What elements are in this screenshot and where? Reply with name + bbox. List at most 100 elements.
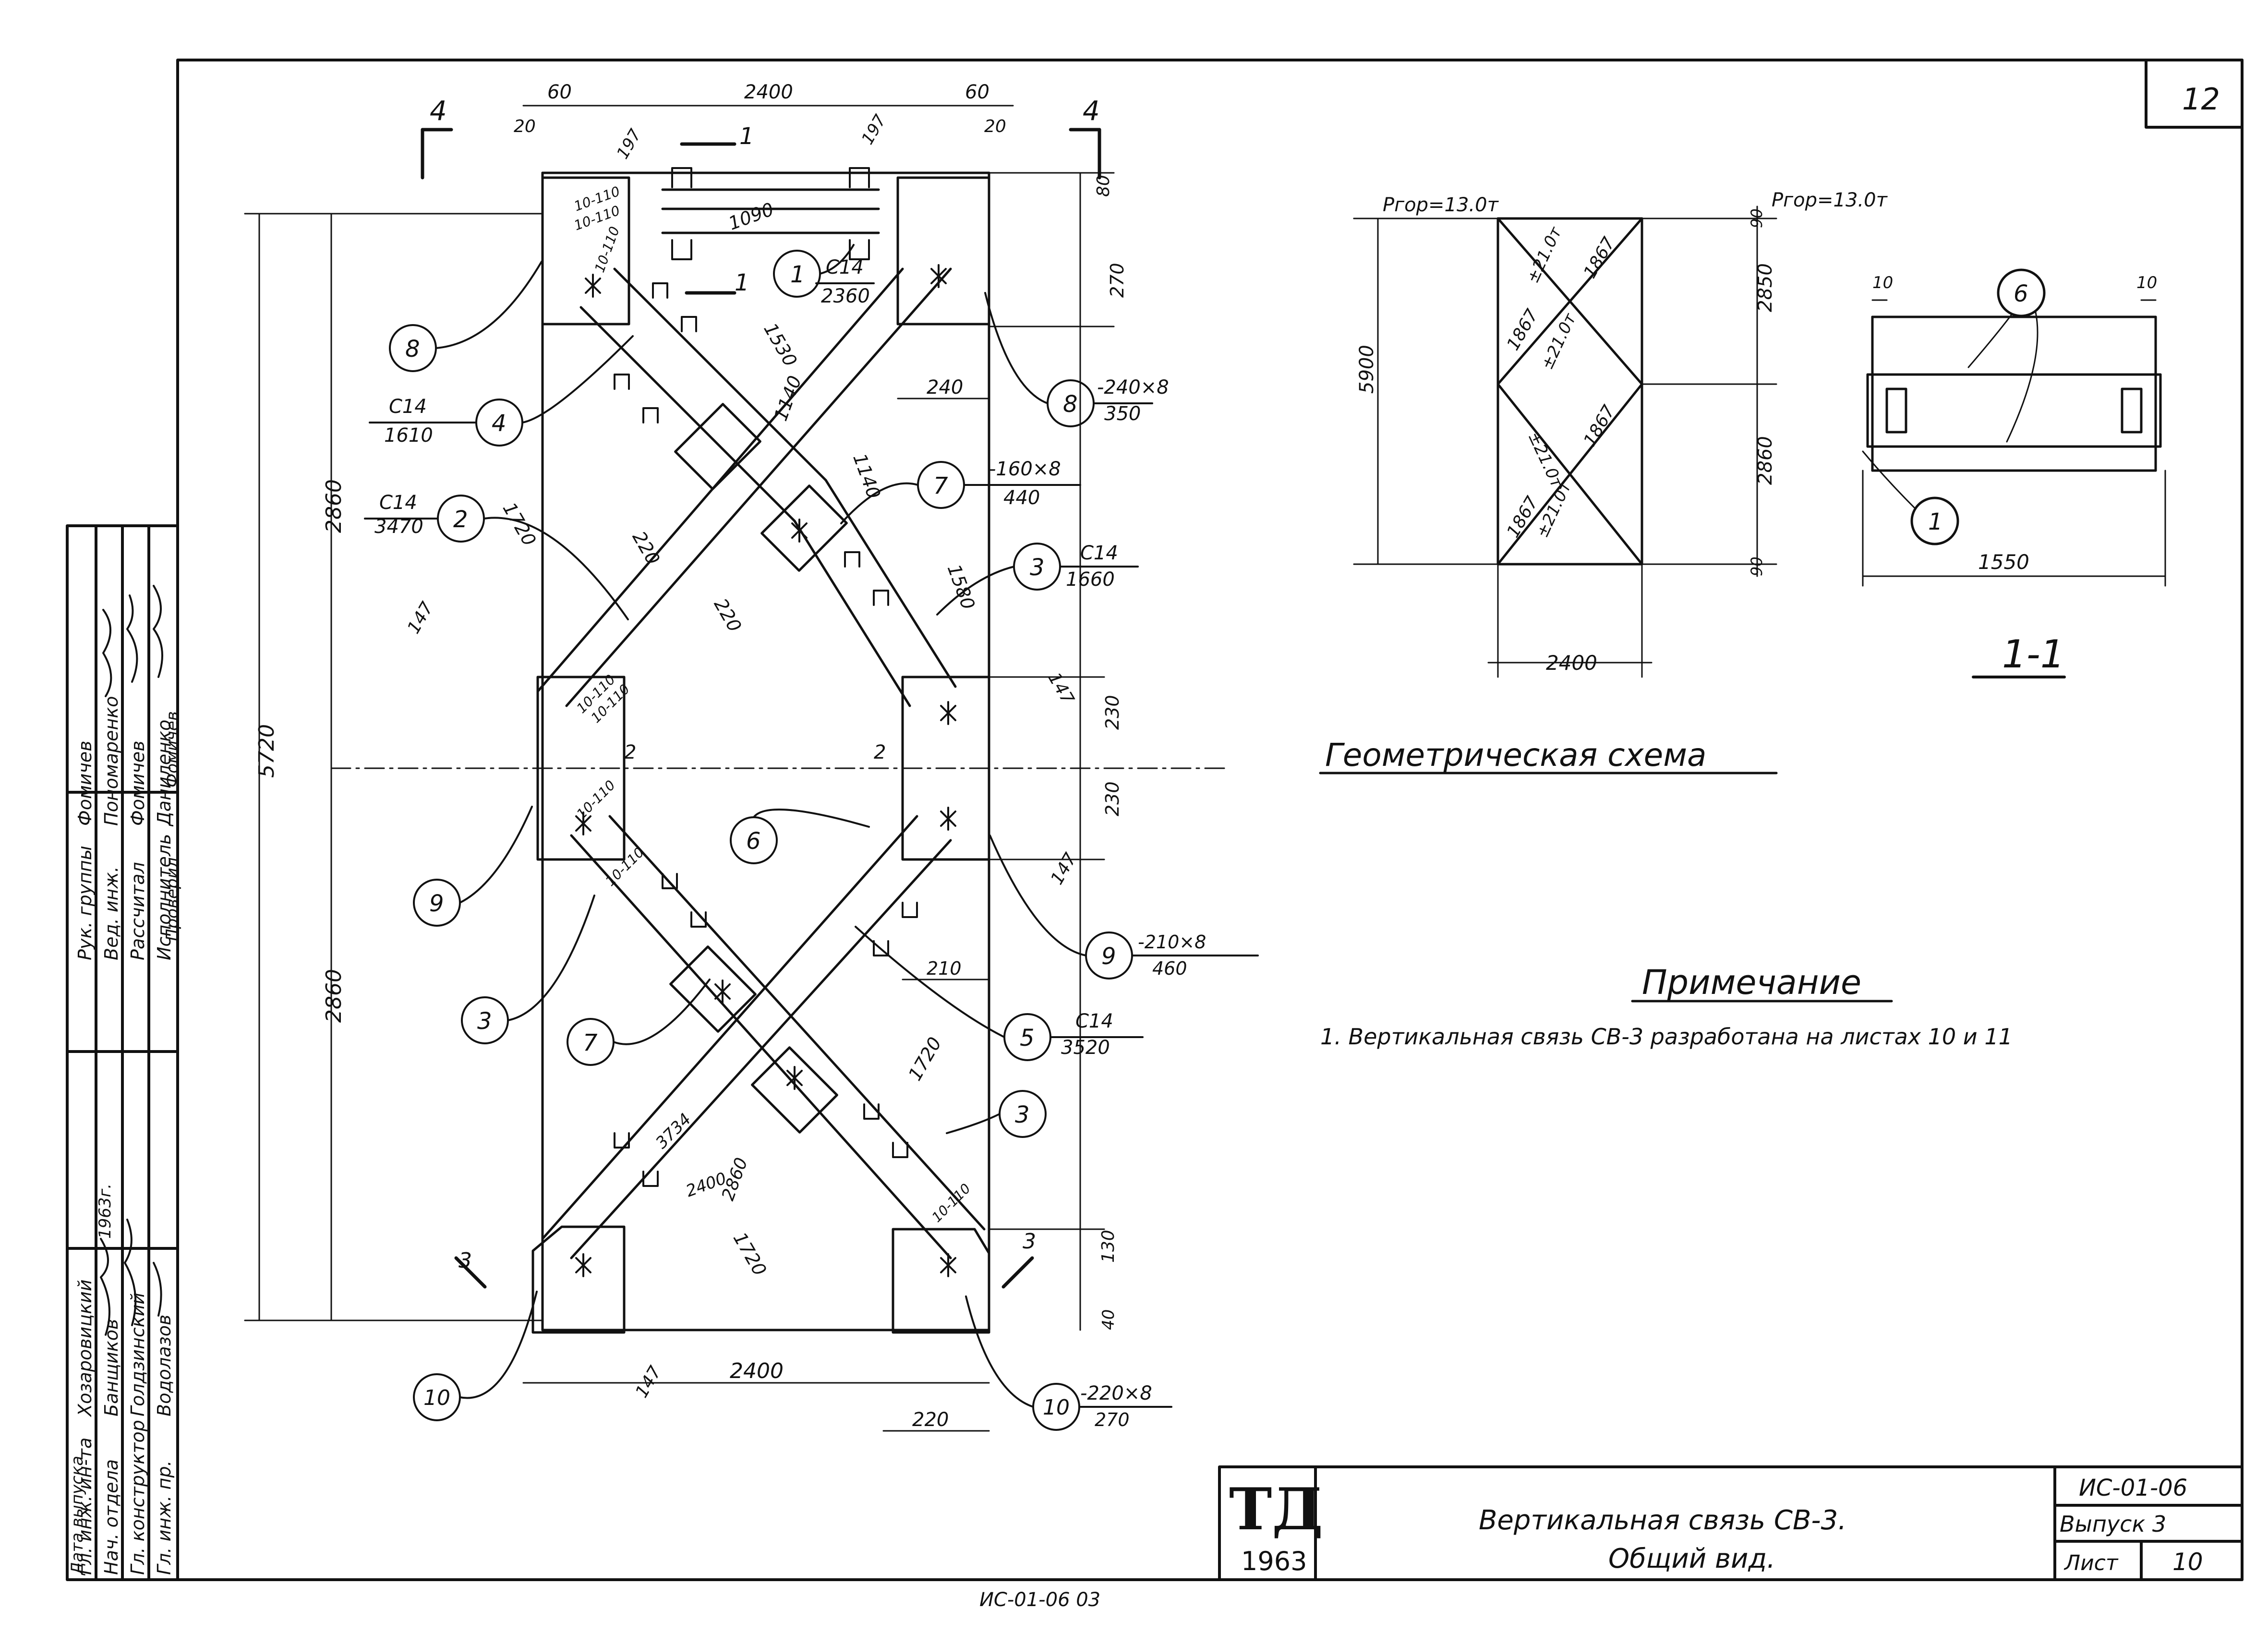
note-heading: Примечание [1642, 963, 1861, 1002]
dim-label: 147 [632, 1363, 665, 1401]
callout-number: 6 [2014, 280, 2028, 307]
drawing-title-line2: Общий вид. [1608, 1543, 1775, 1574]
section-mark: 2 [624, 741, 636, 763]
member-length: 1867 [1580, 234, 1619, 282]
logo-year: 1963 [1241, 1546, 1307, 1576]
callout-number: 9 [1101, 943, 1116, 970]
dim-label: 1140 [849, 451, 884, 502]
section-mark: 3 [1023, 1229, 1036, 1254]
stamp-name: Даниленко [154, 720, 175, 827]
callout-number: 1 [1928, 508, 1943, 535]
sheet-frame [66, 59, 2244, 1581]
bolt-label: 10-110 [591, 224, 623, 274]
dim-label: 2400 [730, 1359, 784, 1383]
dim-label: 2860 [322, 479, 346, 533]
callout-number: 7 [933, 472, 948, 499]
callout-number: 5 [1020, 1025, 1035, 1052]
stamp-name: Пономаренко [101, 696, 122, 826]
document-code: ИС-01-06 [2079, 1475, 2187, 1501]
section-marks: 4 4 1 1 2 2 3 3 [430, 96, 1100, 1273]
profile-bottom: 350 [1104, 403, 1141, 425]
dim-label: 20 [984, 117, 1006, 136]
stamp-name: Банщиков [101, 1319, 122, 1416]
stamp-block: Гл. инж. ин-та Хозаровицкий Рук. группы … [68, 585, 182, 1576]
dim-label: 20 [514, 117, 536, 136]
dim-label: 230 [1102, 781, 1123, 816]
stamp-name: Фомичев [74, 740, 96, 826]
main-dimensions: 60 60 2400 20 20 80 270 197 197 1090 153… [254, 81, 1128, 1431]
dim-label: 80 [1094, 175, 1113, 197]
dim-label: 210 [927, 958, 962, 979]
profile-top: -240×8 [1097, 376, 1169, 399]
scheme-height: 90 [1748, 556, 1766, 576]
callout-number: 9 [429, 890, 444, 917]
dim-label: 220 [710, 595, 746, 636]
member-force: ±21.0т [1538, 310, 1580, 373]
scheme-height: 2860 [1754, 436, 1776, 485]
callout-number: 3 [1030, 554, 1045, 581]
sheet-label: Лист [2063, 1551, 2119, 1575]
profile-top: С14 [1080, 542, 1118, 564]
dim-label: 5720 [254, 724, 279, 778]
scheme-height: 5900 [1356, 345, 1378, 394]
callout-number: 6 [746, 828, 761, 855]
section-mark: 4 [1083, 96, 1100, 127]
member-force: ±21.0т [1533, 478, 1576, 541]
dim-label: 60 [547, 81, 572, 103]
stamp-role: Рассчитал [127, 862, 148, 960]
bolt-label: 10-110 [574, 777, 618, 822]
profile-bottom: 440 [1003, 487, 1040, 509]
stamp-role: Гл. инж. пр. [154, 1460, 175, 1575]
profile-bottom: 3470 [374, 516, 423, 538]
sheet-corner-number: 12 [2182, 82, 2220, 117]
profile-top: С14 [389, 396, 427, 418]
note-block: Примечание 1. Вертикальная связь СВ-3 ра… [1320, 963, 2013, 1050]
callout-number: 3 [1015, 1101, 1030, 1128]
dim-label: 240 [927, 376, 963, 399]
dim-label: 220 [912, 1409, 949, 1431]
section-mark: 4 [430, 96, 447, 127]
stamp-name: Водолазов [154, 1315, 175, 1416]
force-label: Ргор=13.0т [1772, 189, 1888, 211]
stamp-name: 1963г. [96, 1184, 115, 1239]
stamp-role: Вед. инж. [101, 866, 122, 960]
dim-label: 1720 [904, 1033, 945, 1084]
stamp-role: Проверил [163, 858, 182, 941]
profile-bottom: 1610 [384, 424, 433, 447]
dim-label: 2400 [744, 81, 793, 103]
stamp-name: Фомичев [127, 740, 148, 826]
stamp-role: Гл. инж. ин-та [74, 1438, 96, 1575]
stamp-role: Гл. конструктор [127, 1420, 148, 1575]
stamp-role: Нач. отдела [101, 1459, 122, 1575]
dim-label: 1530 [760, 319, 801, 370]
dim-label: 60 [965, 81, 989, 103]
dim-label: 1720 [499, 499, 540, 550]
profile-bottom: 1660 [1066, 568, 1115, 591]
stamp-name: Фомичев [163, 711, 182, 787]
profile-top: С14 [379, 492, 417, 514]
note-text: 1. Вертикальная связь СВ-3 разработана н… [1320, 1024, 2013, 1050]
callout-number: 7 [583, 1029, 598, 1056]
issue-label: Выпуск 3 [2060, 1511, 2166, 1537]
dim-label: 197 [858, 111, 890, 148]
scheme-height: 2850 [1754, 263, 1776, 312]
section-dim: 1550 [1978, 550, 2029, 574]
drawing-title-line1: Вертикальная связь СВ-3. [1479, 1505, 1846, 1536]
section-mark: 1 [735, 269, 749, 296]
dim-label: 2860 [322, 969, 346, 1023]
main-view: 60 60 2400 20 20 80 270 197 197 1090 153… [244, 81, 1259, 1432]
dim-label: 1720 [729, 1229, 771, 1280]
callout-number: 4 [492, 410, 507, 437]
profile-bottom: 2360 [821, 285, 870, 307]
profile-bottom: 3520 [1061, 1037, 1110, 1059]
stamp-name: Голдзинский [127, 1293, 148, 1416]
dim-label: 1090 [725, 198, 776, 234]
scheme-height: 90 [1748, 208, 1766, 228]
scheme-width: 2400 [1546, 651, 1597, 675]
dim-label: 147 [404, 599, 437, 637]
profile-top: С14 [826, 256, 864, 278]
profile-top: -160×8 [989, 458, 1061, 480]
logo-letters: ТД [1229, 1476, 1323, 1543]
sheet-value: 10 [2172, 1548, 2203, 1576]
dim-label: 147 [1044, 669, 1078, 708]
